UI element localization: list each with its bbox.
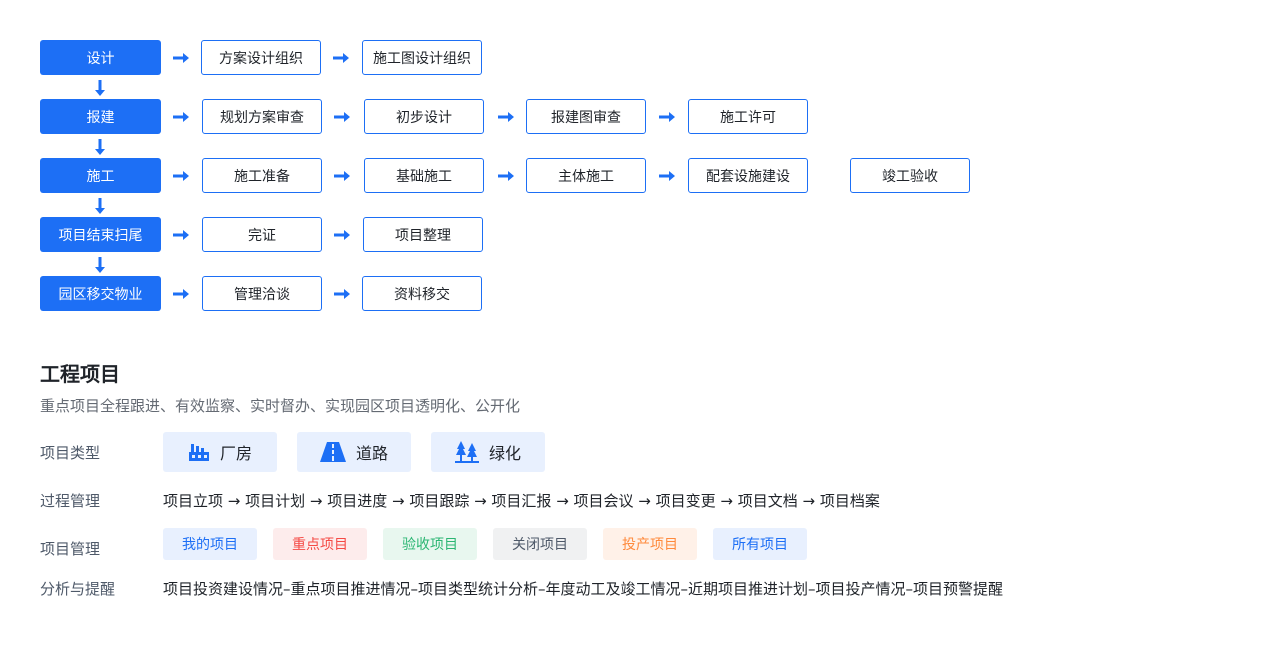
- section-title: 工程项目: [40, 362, 120, 386]
- arrow-right-icon: [498, 112, 514, 122]
- step-management-negotiation[interactable]: 管理洽谈: [202, 276, 322, 311]
- road-icon: [319, 442, 346, 462]
- arrow-right-icon: [659, 171, 675, 181]
- arrow-down-icon: [95, 80, 105, 96]
- stage-construction[interactable]: 施工: [40, 158, 161, 193]
- step-construction-drawing-design[interactable]: 施工图设计组织: [362, 40, 482, 75]
- arrow-right-icon: [173, 112, 189, 122]
- tag-key-projects[interactable]: 重点项目: [273, 528, 367, 560]
- step-project-organize[interactable]: 项目整理: [363, 217, 483, 252]
- step-certificates[interactable]: 完证: [202, 217, 322, 252]
- arrow-right-icon: [498, 171, 514, 181]
- step-foundation[interactable]: 基础施工: [364, 158, 484, 193]
- step-completion-acceptance[interactable]: 竣工验收: [850, 158, 970, 193]
- process-label: 过程管理: [40, 492, 101, 510]
- type-chip-road[interactable]: 道路: [297, 432, 411, 472]
- arrow-down-icon: [95, 257, 105, 273]
- type-chip-greenery[interactable]: 绿化: [431, 432, 545, 472]
- arrow-right-icon: [334, 289, 350, 299]
- arrow-right-icon: [334, 112, 350, 122]
- analysis-label: 分析与提醒: [40, 580, 116, 598]
- project-types-label: 项目类型: [40, 444, 101, 462]
- type-chip-factory[interactable]: 厂房: [163, 432, 277, 472]
- management-label: 项目管理: [40, 540, 101, 558]
- factory-icon: [188, 444, 209, 461]
- tag-acceptance-projects[interactable]: 验收项目: [383, 528, 477, 560]
- tag-production-projects[interactable]: 投产项目: [603, 528, 697, 560]
- section-subtitle: 重点项目全程跟进、有效监察、实时督办、实现园区项目透明化、公开化: [40, 397, 521, 415]
- type-chip-label: 绿化: [488, 444, 521, 463]
- stage-design[interactable]: 设计: [40, 40, 161, 75]
- arrow-right-icon: [173, 171, 189, 181]
- arrow-down-icon: [95, 198, 105, 214]
- arrow-right-icon: [173, 53, 189, 63]
- type-chip-label: 道路: [355, 444, 388, 463]
- arrow-right-icon: [173, 230, 189, 240]
- arrow-right-icon: [334, 171, 350, 181]
- step-planning-review[interactable]: 规划方案审查: [202, 99, 322, 134]
- step-scheme-design[interactable]: 方案设计组织: [201, 40, 321, 75]
- arrow-down-icon: [95, 139, 105, 155]
- step-permit-drawing-review[interactable]: 报建图审查: [526, 99, 646, 134]
- step-main-structure[interactable]: 主体施工: [526, 158, 646, 193]
- analysis-flow-text: 项目投资建设情况–重点项目推进情况–项目类型统计分析–年度动工及竣工情况–近期项…: [163, 580, 1004, 598]
- type-chip-label: 厂房: [219, 444, 252, 463]
- step-preliminary-design[interactable]: 初步设计: [364, 99, 484, 134]
- step-document-handover[interactable]: 资料移交: [362, 276, 482, 311]
- arrow-right-icon: [173, 289, 189, 299]
- step-supporting-facilities[interactable]: 配套设施建设: [688, 158, 808, 193]
- process-flow-text: 项目立项 → 项目计划 → 项目进度 → 项目跟踪 → 项目汇报 → 项目会议 …: [163, 492, 880, 510]
- tag-all-projects[interactable]: 所有项目: [713, 528, 807, 560]
- arrow-right-icon: [659, 112, 675, 122]
- stage-permit[interactable]: 报建: [40, 99, 161, 134]
- step-construction-permit[interactable]: 施工许可: [688, 99, 808, 134]
- step-construction-prep[interactable]: 施工准备: [202, 158, 322, 193]
- stage-handover-property[interactable]: 园区移交物业: [40, 276, 161, 311]
- trees-icon: [454, 441, 479, 463]
- stage-project-closeout[interactable]: 项目结束扫尾: [40, 217, 161, 252]
- tag-closed-projects[interactable]: 关闭项目: [493, 528, 587, 560]
- arrow-right-icon: [333, 53, 349, 63]
- tag-my-projects[interactable]: 我的项目: [163, 528, 257, 560]
- arrow-right-icon: [334, 230, 350, 240]
